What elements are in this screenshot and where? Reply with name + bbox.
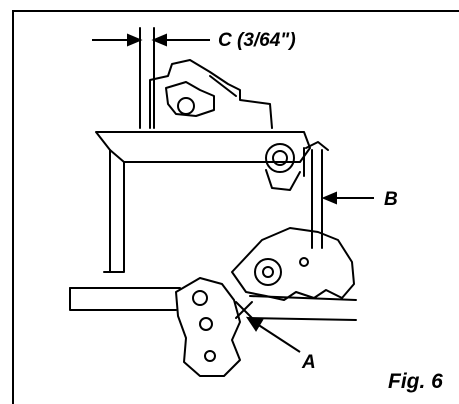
upper-lever-assembly xyxy=(149,59,273,129)
a-arrow xyxy=(245,316,301,353)
gauge-rod xyxy=(139,27,155,129)
b-arrow xyxy=(321,191,374,205)
figure-frame xyxy=(12,10,459,404)
idle-lever xyxy=(175,277,241,377)
throttle-lever xyxy=(231,227,355,301)
label-a: A xyxy=(301,352,316,373)
carburetor-body xyxy=(95,131,311,273)
adjustment-point xyxy=(235,301,253,319)
label-b: B xyxy=(384,189,398,210)
figure-caption: Fig. 6 xyxy=(388,370,443,393)
c-dimension-arrows xyxy=(92,33,210,47)
base-flange xyxy=(69,287,357,321)
label-c: C (3/64") xyxy=(218,30,296,51)
pivot-boss xyxy=(265,143,301,191)
